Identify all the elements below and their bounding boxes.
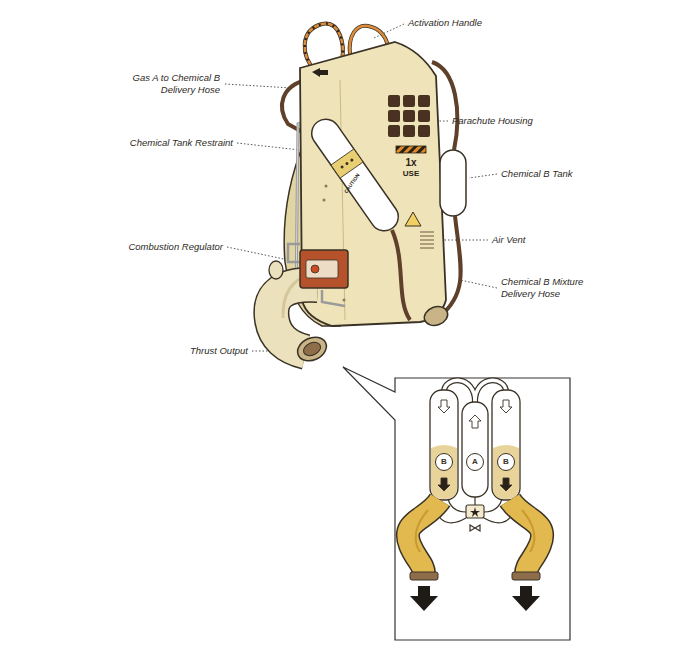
air-vent-part: [420, 248, 434, 249]
leader-lines-part: [225, 84, 292, 88]
regulator-panel: [306, 260, 338, 278]
use-marking: 1x: [396, 157, 426, 169]
part-label: Chemical B Tank: [501, 168, 621, 180]
air-vent-part: [420, 240, 434, 241]
rivets-part: [343, 299, 346, 302]
inset-nozzle-left: [410, 572, 438, 580]
leader-lines-part: [438, 240, 488, 241]
inset-nozzle-right: [512, 572, 540, 580]
part-label: Air Vent: [492, 234, 592, 246]
inset-tank-a: [462, 402, 488, 497]
thrust-nozzle-left: [294, 333, 330, 366]
tank-letter-circle: A: [466, 453, 484, 471]
hazard-stripe: [396, 146, 426, 153]
inset-flow-arrows-part: [438, 478, 450, 491]
combustion-regulator: [300, 250, 348, 288]
leader-lines: [225, 24, 497, 351]
tank-letter-circle: B: [497, 453, 515, 471]
inset-flow-arrows-part: [500, 400, 512, 413]
tank-letter-circle: B: [435, 453, 453, 471]
warning-triangle: [405, 212, 421, 226]
part-label: Activation Handle: [408, 17, 528, 29]
parachute-grid-part: [388, 95, 400, 107]
parachute-grid: [388, 95, 430, 137]
inset-liquid-left: [431, 445, 457, 499]
inset-yellow-hoses-part: [510, 500, 542, 574]
parachute-grid-part: [418, 110, 430, 122]
regulator-pipe: [288, 244, 300, 262]
part-label: Parachute Housing: [452, 115, 572, 127]
parachute-grid-part: [388, 110, 400, 122]
thrust-nozzle-right: [422, 303, 451, 328]
inset-tank-b-left: [430, 390, 458, 500]
inset-flow-arrows-part: [438, 400, 450, 413]
left-tank-part: [350, 158, 354, 162]
right-mixture-hose: [440, 216, 461, 316]
left-tank-part: [306, 114, 404, 237]
leader-lines-part: [460, 280, 497, 288]
regulator-pipe-low: [322, 290, 345, 306]
inset-mixer: [466, 505, 484, 518]
thrust-nozzle-left-inner: [301, 340, 322, 358]
part-label: Chemical Tank Restraint: [93, 137, 233, 149]
duct-nub: [269, 261, 283, 279]
right-hose-top: [432, 62, 457, 150]
inset-yellow-hoses-part: [510, 500, 542, 574]
inset-manifold: [436, 497, 514, 531]
inset-tank-b-right: [492, 390, 520, 500]
thrust-arrow-left: [410, 586, 438, 611]
part-label: Gas A to Chemical B Delivery Hose: [108, 72, 220, 96]
inset-manifold-part: [470, 525, 480, 531]
regulator-button: [311, 265, 319, 273]
tank-letter: B: [498, 454, 514, 470]
inset-manifold-part: [474, 497, 475, 505]
inset-yellow-hoses-part: [408, 500, 440, 574]
parachute-grid-part: [403, 95, 415, 107]
inset-yellow-hoses-part: [416, 510, 428, 552]
inset-flow-arrows-part: [500, 478, 512, 491]
right-tank: [440, 150, 466, 216]
left-tank-part: [340, 165, 344, 169]
rivets-part: [325, 185, 328, 188]
pack-body: [300, 42, 446, 326]
rivets-part: [323, 199, 326, 202]
thrust-arrow-right: [512, 586, 540, 611]
inset-yellow-hoses-part: [522, 510, 534, 552]
air-vent-part: [420, 232, 434, 233]
part-label: Chemical B Mixture Delivery Hose: [501, 276, 601, 300]
air-vent-part: [420, 236, 434, 237]
air-vent: [420, 232, 434, 248]
part-label: Combustion Regulator: [83, 241, 223, 253]
air-vent-part: [420, 244, 434, 245]
parachute-grid-part: [418, 125, 430, 137]
inset-manifold-part: [448, 499, 466, 512]
tank-letter: B: [436, 454, 452, 470]
left-mixture-hose: [392, 230, 410, 320]
inset-manifold-part: [484, 499, 502, 512]
use-marking: USE: [396, 169, 426, 179]
inset-flow-arrows-part: [469, 415, 481, 428]
left-tank: [306, 114, 404, 237]
arrow-icon: [312, 68, 328, 77]
tank-letter: A: [467, 454, 483, 470]
inset-spark: [470, 507, 480, 517]
parachute-grid-part: [403, 110, 415, 122]
inset-liquid-right: [493, 445, 519, 499]
part-label: Thrust Output: [128, 345, 248, 357]
parachute-grid-part: [418, 95, 430, 107]
inset-yellow-hoses: [408, 500, 542, 574]
leader-lines-part: [469, 174, 497, 178]
parachute-grid-part: [403, 125, 415, 137]
left-tank-part: [345, 161, 349, 165]
inset-yellow-hoses-part: [408, 500, 440, 574]
parachute-grid-part: [388, 125, 400, 137]
inset-flow-arrows: [438, 400, 512, 491]
inset-callout: [343, 367, 570, 640]
